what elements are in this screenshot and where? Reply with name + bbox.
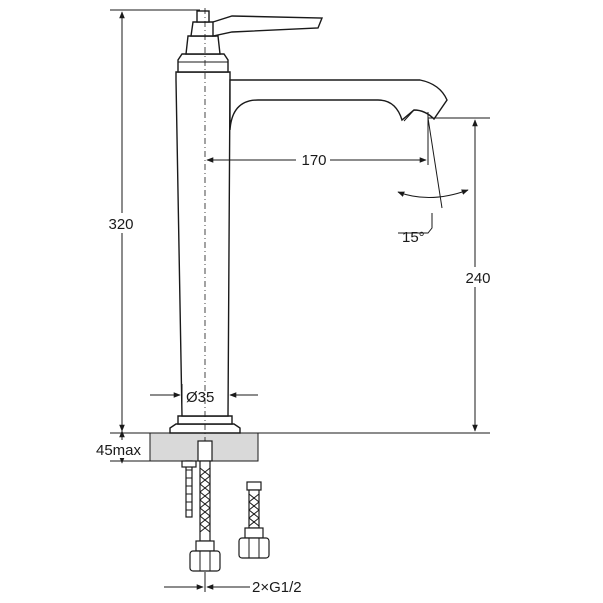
body-diameter-label: Ø35	[186, 389, 214, 406]
dimension-spout-height: 240	[463, 119, 491, 432]
dimension-overall-height: 320	[108, 11, 136, 432]
deck-thickness-label: 45max	[96, 442, 142, 459]
supply-hose-left	[189, 440, 221, 572]
dimension-spout-reach: 170	[206, 150, 427, 170]
supply-hose-right	[238, 481, 270, 559]
dimension-spout-angle: 15°	[397, 189, 469, 246]
spout-angle-label: 15°	[402, 229, 425, 246]
connections-label: 2×G1/2	[252, 579, 302, 596]
extension-lines	[110, 9, 490, 462]
overall-height-label: 320	[108, 216, 133, 233]
dimension-body-diameter: Ø35	[150, 384, 258, 416]
spout-height-label: 240	[465, 270, 490, 287]
dimension-deck-thickness: 45max	[94, 430, 148, 464]
spout-reach-label: 170	[301, 152, 326, 169]
dimension-connections: 2×G1/2	[164, 572, 302, 596]
mounting-stud	[181, 460, 197, 518]
